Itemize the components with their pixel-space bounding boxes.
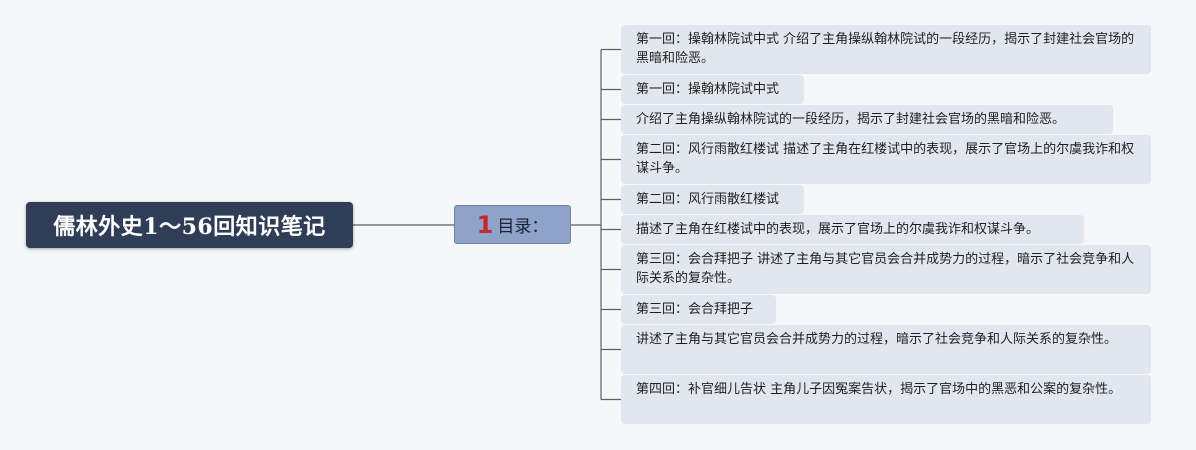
leaf-topic-9[interactable]: 讲述了主角与其它官员会合并成势力的过程，暗示了社会竞争和人际关系的复杂性。 xyxy=(621,325,1151,374)
leaf-topic-text: 第一回：操翰林院试中式 xyxy=(636,82,780,97)
leaf-topic-3[interactable]: 介绍了主角操纵翰林院试的一段经历，揭示了封建社会官场的黑暗和险恶。 xyxy=(621,105,1113,134)
branch-topic-label: 目录： xyxy=(497,217,549,237)
leaf-topic-8[interactable]: 第三回：会合拜把子 xyxy=(621,295,776,324)
leaf-topic-1[interactable]: 第一回：操翰林院试中式 介绍了主角操纵翰林院试的一段经历，揭示了封建社会官场的黑… xyxy=(621,25,1151,74)
root-topic-title: 儒林外史1～56回知识笔记 xyxy=(53,214,326,240)
leaf-topic-text: 第二回：风行雨散红楼试 描述了主角在红楼试中的表现，展示了官场上的尔虞我诈和权谋… xyxy=(636,142,1135,176)
branch-topic-contents[interactable]: 1 目录： xyxy=(454,205,571,244)
leaf-topic-6[interactable]: 描述了主角在红楼试中的表现，展示了官场上的尔虞我诈和权谋斗争。 xyxy=(621,215,1084,244)
leaf-topic-2[interactable]: 第一回：操翰林院试中式 xyxy=(621,75,804,104)
leaf-topic-text: 第三回：会合拜把子 讲述了主角与其它官员会合并成势力的过程，暗示了社会竞争和人际… xyxy=(636,252,1135,286)
root-topic[interactable]: 儒林外史1～56回知识笔记 xyxy=(26,202,353,248)
leaf-topic-10[interactable]: 第四回：补官细儿告状 主角儿子因冤案告状，揭示了官场中的黑恶和公案的复杂性。 xyxy=(621,375,1151,424)
leaf-topic-7[interactable]: 第三回：会合拜把子 讲述了主角与其它官员会合并成势力的过程，暗示了社会竞争和人际… xyxy=(621,245,1151,294)
leaf-topic-4[interactable]: 第二回：风行雨散红楼试 描述了主角在红楼试中的表现，展示了官场上的尔虞我诈和权谋… xyxy=(621,135,1151,184)
leaf-topic-5[interactable]: 第二回：风行雨散红楼试 xyxy=(621,185,804,214)
branch-number-badge: 1 xyxy=(476,210,494,239)
leaf-topic-text: 讲述了主角与其它官员会合并成势力的过程，暗示了社会竞争和人际关系的复杂性。 xyxy=(636,332,1118,347)
leaf-topic-text: 第三回：会合拜把子 xyxy=(636,302,754,317)
leaf-topic-text: 第四回：补官细儿告状 主角儿子因冤案告状，揭示了官场中的黑恶和公案的复杂性。 xyxy=(636,382,1122,397)
leaf-topic-text: 第二回：风行雨散红楼试 xyxy=(636,192,780,207)
leaf-topic-text: 介绍了主角操纵翰林院试的一段经历，揭示了封建社会官场的黑暗和险恶。 xyxy=(636,112,1066,127)
leaf-topic-text: 第一回：操翰林院试中式 介绍了主角操纵翰林院试的一段经历，揭示了封建社会官场的黑… xyxy=(636,32,1135,66)
leaf-topic-text: 描述了主角在红楼试中的表现，展示了官场上的尔虞我诈和权谋斗争。 xyxy=(636,222,1040,237)
